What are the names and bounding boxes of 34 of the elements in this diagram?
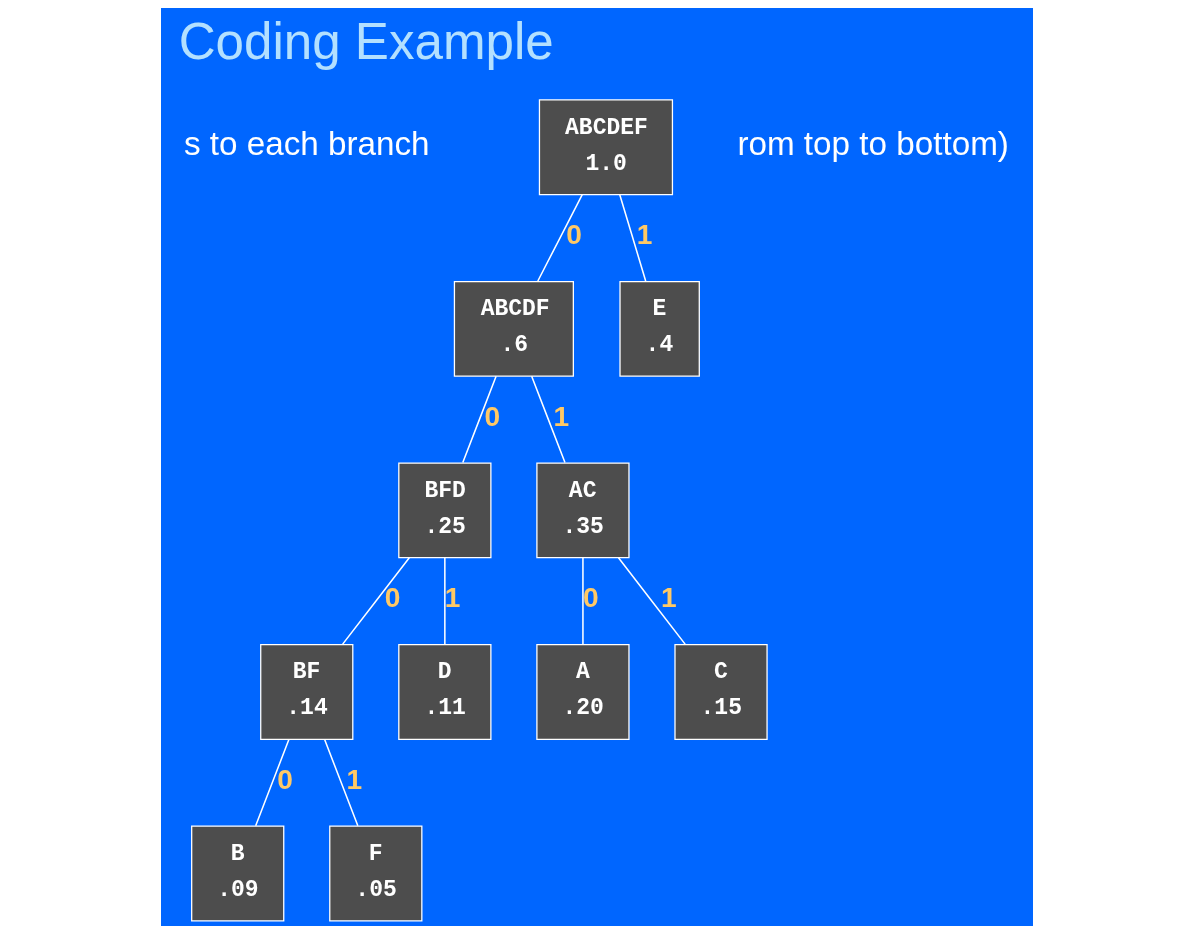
node-box: E .4 xyxy=(618,280,700,377)
edge-label: 0 xyxy=(582,582,599,614)
diagram-title: Coding Example xyxy=(178,13,554,71)
node-box: D .11 xyxy=(397,644,491,740)
connector xyxy=(254,738,290,827)
edge-label: 1 xyxy=(444,582,460,614)
node-box: AC .35 xyxy=(535,462,630,559)
node-box: C .15 xyxy=(673,644,768,740)
node-box: A .20 xyxy=(535,644,630,740)
edge-label: 0 xyxy=(384,582,400,614)
node-box: BFD .25 xyxy=(397,462,491,559)
connector xyxy=(341,557,410,645)
edge-label: 1 xyxy=(636,218,652,250)
node-box: ABCDF .6 xyxy=(453,280,574,377)
label: s to each branch xyxy=(183,125,430,163)
node-box: F .05 xyxy=(328,825,422,922)
label: rom top to bottom) xyxy=(736,125,1009,163)
edge-label: 0 xyxy=(483,400,500,432)
edge-label: 1 xyxy=(553,400,569,432)
connector xyxy=(443,557,446,645)
connector xyxy=(530,375,566,464)
node-box: BF .14 xyxy=(259,644,353,740)
connector xyxy=(461,375,497,464)
node-box: B .09 xyxy=(190,825,284,922)
connector xyxy=(617,557,686,645)
connector xyxy=(618,193,646,282)
connector xyxy=(536,193,583,282)
edge-label: 0 xyxy=(565,218,582,250)
node-box: ABCDEF 1.0 xyxy=(538,99,673,196)
edge-label: 1 xyxy=(660,582,677,614)
connector xyxy=(323,738,359,827)
edge-label: 1 xyxy=(345,763,362,795)
edge-label: 0 xyxy=(276,763,293,795)
connector xyxy=(581,557,584,645)
